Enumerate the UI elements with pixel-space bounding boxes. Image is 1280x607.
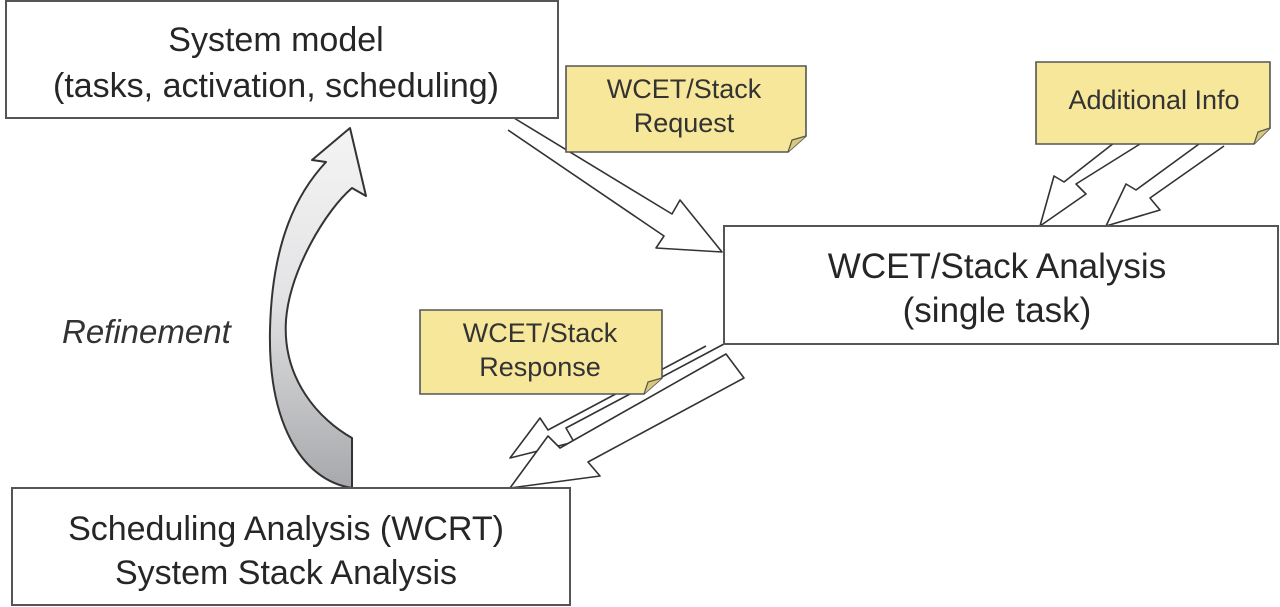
note-additional-info: Additional Info xyxy=(1035,61,1271,145)
refinement-arrow xyxy=(268,127,367,489)
note-wcet-response-line2: Response xyxy=(479,352,601,382)
scheduling-analysis-box: Scheduling Analysis (WCRT) System Stack … xyxy=(11,487,571,606)
note-wcet-request-line2: Request xyxy=(634,108,735,138)
wcet-analysis-title: WCET/Stack Analysis xyxy=(828,247,1166,286)
note-wcet-response-line1: WCET/Stack xyxy=(463,318,618,348)
system-model-box: System model (tasks, activation, schedul… xyxy=(5,0,559,119)
wcet-analysis-box: WCET/Stack Analysis (single task) xyxy=(723,225,1279,345)
system-model-subtitle: (tasks, activation, scheduling) xyxy=(53,67,499,105)
arrow-wcet-to-scheduling-back xyxy=(509,343,725,459)
arrow-wcet-to-scheduling xyxy=(509,353,745,489)
note-wcet-request: WCET/Stack Request xyxy=(565,65,807,153)
system-model-title: System model xyxy=(168,21,383,59)
note-wcet-response: WCET/Stack Response xyxy=(419,309,663,395)
note-additional-info-line1: Additional Info xyxy=(1068,85,1239,115)
arrow-system-to-wcet xyxy=(507,117,723,253)
scheduling-analysis-title: Scheduling Analysis (WCRT) xyxy=(68,510,504,548)
wcet-analysis-subtitle: (single task) xyxy=(903,291,1092,330)
scheduling-analysis-subtitle: System Stack Analysis xyxy=(115,554,457,592)
refinement-label: Refinement xyxy=(62,313,233,350)
note-wcet-request-line1: WCET/Stack xyxy=(607,74,762,104)
